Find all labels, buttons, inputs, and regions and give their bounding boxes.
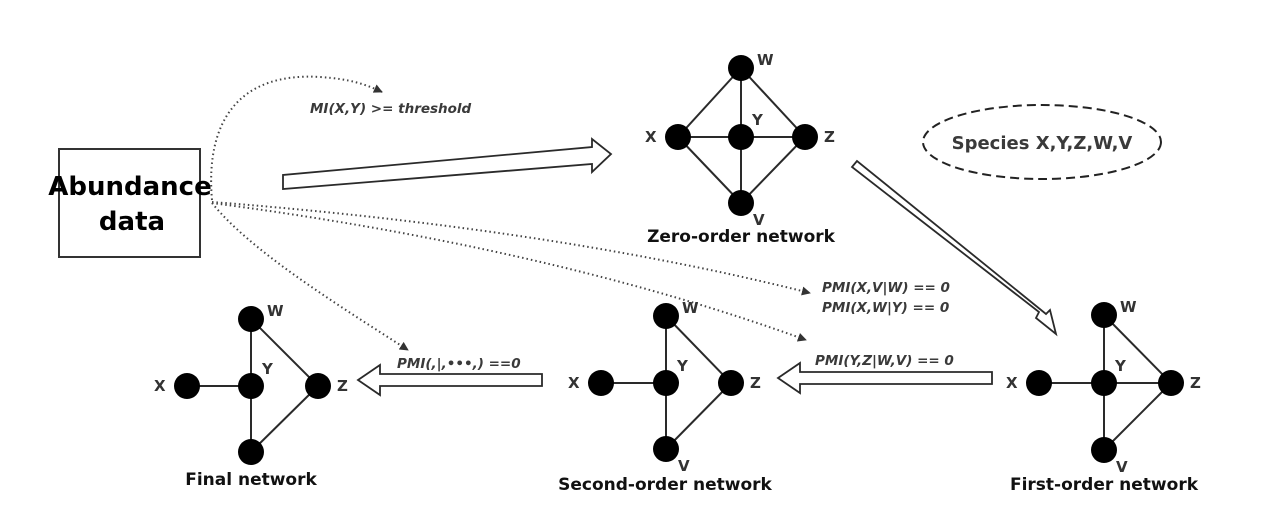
second-node-label-z: Z: [750, 374, 761, 392]
first-edge-w-z: [1103, 314, 1172, 384]
hollow-arrow-second-to-final: [356, 363, 543, 397]
species-legend: Species X,Y,Z,W,V: [922, 104, 1162, 180]
second-order-network: W X Y Z V: [568, 299, 761, 475]
second-order-network-title: Second-order network: [558, 475, 772, 495]
zero-order-network: W X Y Z V: [645, 51, 835, 229]
final-network: W X Y Z: [154, 302, 348, 465]
hollow-arrow-zero-to-first-order: [850, 159, 1058, 337]
second-node-x: [588, 370, 614, 396]
zero-node-label-y: Y: [751, 111, 764, 129]
hollow-arrow-first-to-second-order: [776, 361, 993, 395]
final-node-label-w: W: [267, 302, 284, 320]
zero-node-z: [792, 124, 818, 150]
second-node-y: [653, 370, 679, 396]
first-node-label-y: Y: [1114, 357, 1127, 375]
hollow-arrow-data-to-zero-order: [282, 137, 613, 190]
abundance-data-line2: data: [99, 207, 165, 237]
species-legend-text: Species X,Y,Z,W,V: [952, 133, 1133, 154]
final-node-w: [238, 306, 264, 332]
second-edge-w-z: [665, 315, 732, 384]
zero-node-label-z: Z: [824, 128, 835, 146]
pmi-final-condition: PMI(,|,•••,) ==0: [397, 356, 521, 372]
second-node-z: [718, 370, 744, 396]
second-edge-v-z: [665, 382, 732, 450]
first-order-network: W X Y Z V: [1006, 298, 1201, 476]
second-node-label-y: Y: [676, 357, 689, 375]
zero-edge-v-z: [740, 136, 806, 204]
first-node-y: [1091, 370, 1117, 396]
dotted-arrow-to-pmi-final: [211, 202, 409, 351]
second-node-label-x: X: [568, 374, 580, 392]
zero-node-x: [665, 124, 691, 150]
zero-order-network-title: Zero-order network: [647, 227, 836, 247]
first-node-v: [1091, 437, 1117, 463]
second-node-label-v: V: [678, 457, 690, 475]
dotted-arrow-to-pmi-second: [211, 202, 807, 342]
zero-edge-x-w: [677, 67, 742, 138]
pmi-first-order-condition-a: PMI(X,V|W) == 0: [822, 280, 950, 296]
final-node-x: [174, 373, 200, 399]
first-node-z: [1158, 370, 1184, 396]
dotted-arrow-to-mi-threshold: [210, 75, 383, 201]
final-node-label-y: Y: [261, 360, 274, 378]
final-network-title: Final network: [185, 470, 317, 490]
first-node-w: [1091, 302, 1117, 328]
zero-node-label-x: X: [645, 128, 657, 146]
abundance-data-line1: Abundance: [48, 172, 211, 202]
final-edge-w-z: [250, 318, 319, 387]
mi-threshold-condition: MI(X,Y) >= threshold: [310, 101, 472, 117]
zero-node-label-v: V: [753, 211, 765, 229]
first-node-x: [1026, 370, 1052, 396]
zero-edge-w-z: [740, 67, 806, 138]
final-node-v: [238, 439, 264, 465]
dotted-arrow-to-pmi-first: [211, 201, 811, 296]
final-node-y: [238, 373, 264, 399]
first-node-label-z: Z: [1190, 374, 1201, 392]
second-node-label-w: W: [682, 299, 699, 317]
second-node-w: [653, 303, 679, 329]
first-node-label-w: W: [1120, 298, 1137, 316]
zero-node-y: [728, 124, 754, 150]
second-node-v: [653, 436, 679, 462]
pmi-first-order-condition-b: PMI(X,W|Y) == 0: [822, 300, 949, 316]
first-edge-v-z: [1103, 382, 1172, 451]
final-node-z: [305, 373, 331, 399]
pmi-second-order-condition: PMI(Y,Z|W,V) == 0: [815, 353, 954, 369]
abundance-data-box: Abundance data: [48, 148, 212, 258]
final-edge-v-z: [250, 385, 319, 453]
zero-edge-x-v: [677, 136, 742, 204]
final-node-label-z: Z: [337, 377, 348, 395]
first-node-label-x: X: [1006, 374, 1018, 392]
first-order-network-title: First-order network: [1010, 475, 1199, 495]
zero-node-w: [728, 55, 754, 81]
zero-node-v: [728, 190, 754, 216]
first-node-label-v: V: [1116, 458, 1128, 476]
final-node-label-x: X: [154, 377, 166, 395]
zero-node-label-w: W: [757, 51, 774, 69]
